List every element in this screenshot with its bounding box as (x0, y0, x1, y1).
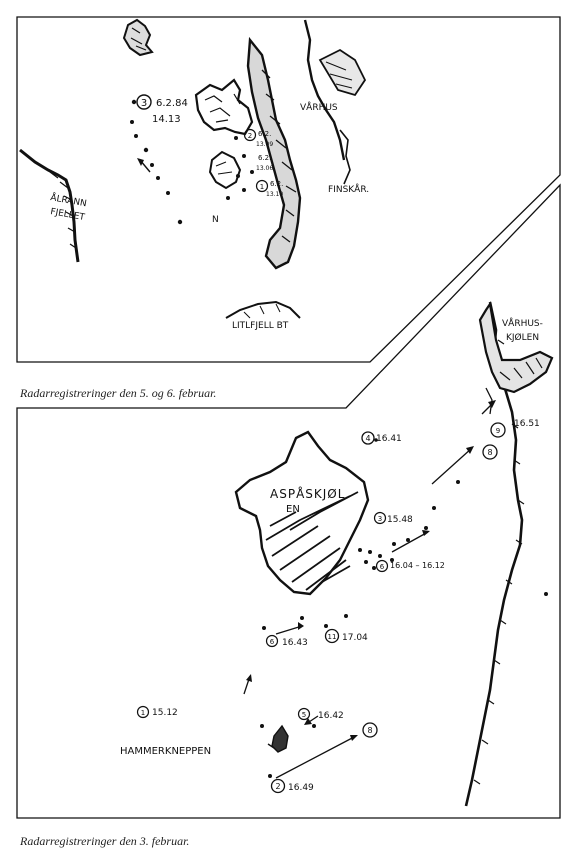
bottom-point-5-time: 16.42 (318, 711, 344, 721)
label-varhuskjolen-2: KJØLEN (506, 332, 539, 343)
bottom-point-11: 11 (324, 628, 340, 644)
top-point-x-time: 13.06 (256, 165, 273, 172)
svg-text:3: 3 (378, 515, 382, 523)
top-point-3-time: 14.13 (152, 114, 181, 125)
bottom-point-4-time: 16.41 (376, 434, 402, 444)
label-aspaskjolen-2: EN (286, 504, 300, 515)
top-point-2: 2 (243, 128, 257, 142)
svg-text:6: 6 (380, 563, 385, 571)
varhuskjolen-lake (478, 301, 554, 394)
svg-text:4: 4 (365, 434, 370, 443)
top-point-1: 1 (255, 179, 269, 193)
label-varhus: VÅRHUS (300, 101, 338, 113)
label-hammerkneppen: HAMMERKNEPPEN (120, 746, 211, 757)
svg-text:2: 2 (275, 782, 280, 791)
svg-text:1: 1 (260, 183, 264, 191)
top-point-2-time: 13.09 (256, 141, 273, 148)
bottom-point-9: 8 (482, 444, 498, 460)
bottom-panel-frame (16, 183, 561, 819)
top-point-1-time: 13.10 (266, 191, 283, 198)
bottom-point-1-time: 15.12 (152, 708, 178, 718)
top-right-river (339, 129, 351, 185)
top-lake-cluster (194, 78, 254, 136)
label-alrann: ÅLRANN (49, 191, 87, 209)
svg-text:8: 8 (367, 726, 372, 735)
top-track-dots (130, 99, 254, 225)
top-point-x-date: 6.2. (258, 154, 271, 162)
svg-text:11: 11 (328, 633, 337, 641)
svg-text:2: 2 (248, 132, 252, 140)
bottom-point-1: 1 (136, 705, 150, 719)
top-panel-frame (16, 16, 561, 363)
top-map-caption: Radarregistreringer den 5. og 6. februar… (20, 386, 217, 400)
top-lake-small (208, 150, 242, 190)
aspaskjolen-hatching (265, 491, 359, 591)
top-long-lake (246, 36, 302, 270)
bottom-arrows (243, 401, 495, 779)
top-point-2-date: 6.2. (258, 130, 271, 138)
top-point-3: 3 (136, 94, 152, 110)
label-finnskar: FINSKÅR. (328, 183, 369, 195)
svg-text:8: 8 (487, 448, 492, 457)
label-litlfjeld: LITLFJELL BT (232, 321, 289, 331)
bottom-point-7: 2 (270, 778, 286, 794)
svg-text:9: 9 (496, 427, 500, 435)
top-right-shore (303, 19, 346, 161)
label-aspaskjolen-1: ASPÅSKJØL (270, 486, 345, 501)
top-right-patch (318, 48, 367, 97)
bottom-point-7-time: 16.49 (288, 783, 314, 793)
bottom-arrowheads (246, 400, 496, 741)
bottom-point-4: 4 (361, 431, 375, 445)
bottom-point-10: 9 (490, 422, 506, 438)
bottom-map-caption: Radarregistreringer den 3. februar. (20, 834, 190, 848)
label-fjellet: FJELLET (49, 207, 85, 223)
bottom-point-3: 3 (373, 511, 387, 525)
top-island (122, 18, 154, 57)
bottom-point-3-time: 15.48 (387, 515, 413, 525)
svg-text:1: 1 (141, 709, 145, 717)
top-point-1-date: 6.2. (270, 180, 283, 188)
bottom-point-10-time: 16.51 (514, 419, 540, 429)
bottom-point-6b: 6 (375, 559, 389, 573)
bottom-point-6: 6 (265, 634, 279, 648)
bottom-point-11-time: 17.04 (342, 633, 368, 643)
bottom-point-6b-time: 16.04 – 16.12 (390, 561, 445, 570)
label-varhuskjolen-1: VÅRHUS- (502, 317, 543, 329)
top-point-3-date: 6.2.84 (156, 98, 188, 109)
label-north: N (212, 215, 219, 225)
bottom-track-dots (260, 438, 548, 778)
bottom-point-6-time: 16.43 (282, 638, 308, 648)
hammerkneppen-hill (271, 724, 289, 753)
bottom-point-5: 5 (297, 707, 311, 721)
top-hill (225, 300, 301, 319)
svg-text:3: 3 (141, 98, 147, 109)
aspaskjolen-lake (234, 430, 370, 596)
bottom-point-8: 8 (362, 722, 378, 738)
svg-text:6: 6 (270, 638, 275, 646)
svg-text:5: 5 (302, 711, 306, 719)
top-left-coast (19, 148, 80, 263)
